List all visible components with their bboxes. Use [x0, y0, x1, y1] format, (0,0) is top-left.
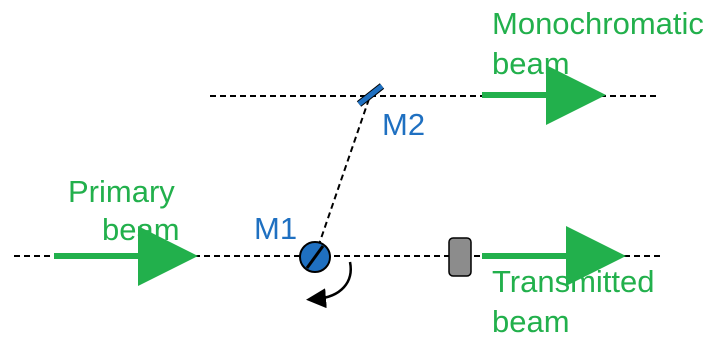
sample-block: [448, 237, 472, 277]
mirror-1-label: M1: [254, 211, 297, 246]
rotation-arrow-icon: [306, 261, 352, 309]
primary-beam-label-line1: Primary: [68, 174, 175, 209]
diffracted-beam-path: [314, 95, 371, 257]
mirror-2: [357, 84, 384, 106]
monochromatic-beam-label-line2: beam: [492, 46, 570, 81]
primary-beam-label-line2: beam: [102, 212, 180, 247]
mirror-2-label: M2: [382, 107, 425, 142]
mirror-1-plane: [305, 245, 325, 269]
transmitted-beam-label-line1: Transmitted: [492, 264, 655, 299]
transmitted-beam-label-line2: beam: [492, 304, 570, 338]
monochromatic-beam-label-line1: Monochromatic: [492, 6, 704, 41]
